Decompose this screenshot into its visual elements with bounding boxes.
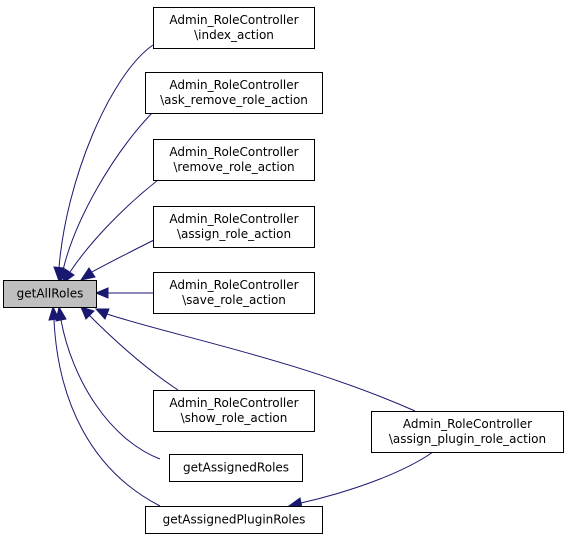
node-label-line: getAssignedPluginRoles <box>163 513 306 527</box>
node-label-line: Admin_RoleController <box>169 396 298 410</box>
node-label-line: \assign_plugin_role_action <box>389 432 546 446</box>
node-label-line: Admin_RoleController <box>169 78 298 92</box>
edge-index_action-to-getAllRoles <box>53 44 154 283</box>
node-label-line: \assign_role_action <box>177 227 291 241</box>
arrowhead <box>80 306 95 320</box>
node-label-line: \show_role_action <box>181 411 288 425</box>
arrowhead <box>94 287 109 299</box>
node-label-line: Admin_RoleController <box>403 417 532 431</box>
edge-getAssignedPluginRoles-to-getAllRoles <box>48 305 161 507</box>
node-save_role_action[interactable]: Admin_RoleController\save_role_action <box>153 272 315 314</box>
node-label-line: \ask_remove_role_action <box>160 93 308 107</box>
node-label-line: Admin_RoleController <box>169 212 298 226</box>
node-show_role_action[interactable]: Admin_RoleController\show_role_action <box>153 390 315 432</box>
edge-line <box>300 451 434 504</box>
arrowhead <box>79 267 96 281</box>
node-box[interactable] <box>153 206 315 248</box>
node-box[interactable] <box>153 272 315 314</box>
edge-line <box>60 319 161 460</box>
node-label-line: \remove_role_action <box>173 160 294 174</box>
edge-line <box>53 319 161 507</box>
node-box[interactable] <box>153 139 315 181</box>
node-label-line: getAllRoles <box>17 287 84 301</box>
arrowhead <box>62 268 75 285</box>
edge-remove_role_action-to-getAllRoles <box>62 179 159 285</box>
node-label-line: Admin_RoleController <box>169 13 298 27</box>
node-label-line: getAssignedRoles <box>183 461 289 475</box>
node-box[interactable] <box>153 390 315 432</box>
node-getAllRoles[interactable]: getAllRoles <box>3 280 97 308</box>
edge-assign_plugin_role_action-to-getAllRoles <box>94 308 416 412</box>
node-label-line: Admin_RoleController <box>169 145 298 159</box>
arrowhead <box>48 305 60 321</box>
edge-line <box>69 179 159 273</box>
edge-assign_role_action-to-getAllRoles <box>79 236 161 281</box>
node-getAssignedRoles[interactable]: getAssignedRoles <box>169 454 303 482</box>
node-box[interactable] <box>371 411 564 453</box>
edge-line <box>88 314 179 391</box>
node-box[interactable] <box>145 72 323 114</box>
focus-node-box[interactable] <box>3 280 97 308</box>
edge-save_role_action-to-getAllRoles <box>94 287 153 299</box>
node-assign_plugin_role_action[interactable]: Admin_RoleController\assign_plugin_role_… <box>371 411 564 453</box>
arrowhead <box>94 308 110 320</box>
edge-line <box>106 313 416 412</box>
node-assign_role_action[interactable]: Admin_RoleController\assign_role_action <box>153 206 315 248</box>
edge-assign_plugin_role_action-to-getAssignedPluginRoles <box>287 451 434 509</box>
nodes-layer: getAllRolesAdmin_RoleController\index_ac… <box>3 7 564 534</box>
edge-show_role_action-to-getAllRoles <box>80 306 179 391</box>
node-getAssignedPluginRoles[interactable]: getAssignedPluginRoles <box>145 506 323 534</box>
node-index_action[interactable]: Admin_RoleController\index_action <box>153 7 315 49</box>
node-label-line: Admin_RoleController <box>169 278 298 292</box>
node-label-line: \index_action <box>194 28 274 42</box>
node-label-line: \save_role_action <box>182 293 286 307</box>
node-box[interactable] <box>145 506 323 534</box>
edge-getAssignedRoles-to-getAllRoles <box>55 305 161 460</box>
edge-line <box>58 44 154 269</box>
node-ask_remove_role_action[interactable]: Admin_RoleController\ask_remove_role_act… <box>145 72 323 114</box>
edge-line <box>62 112 153 271</box>
edge-ask_remove_role_action-to-getAllRoles <box>57 112 153 284</box>
edges-layer <box>48 44 434 509</box>
node-box[interactable] <box>153 7 315 49</box>
node-box[interactable] <box>169 454 303 482</box>
node-remove_role_action[interactable]: Admin_RoleController\remove_role_action <box>153 139 315 181</box>
edge-line <box>91 236 161 273</box>
